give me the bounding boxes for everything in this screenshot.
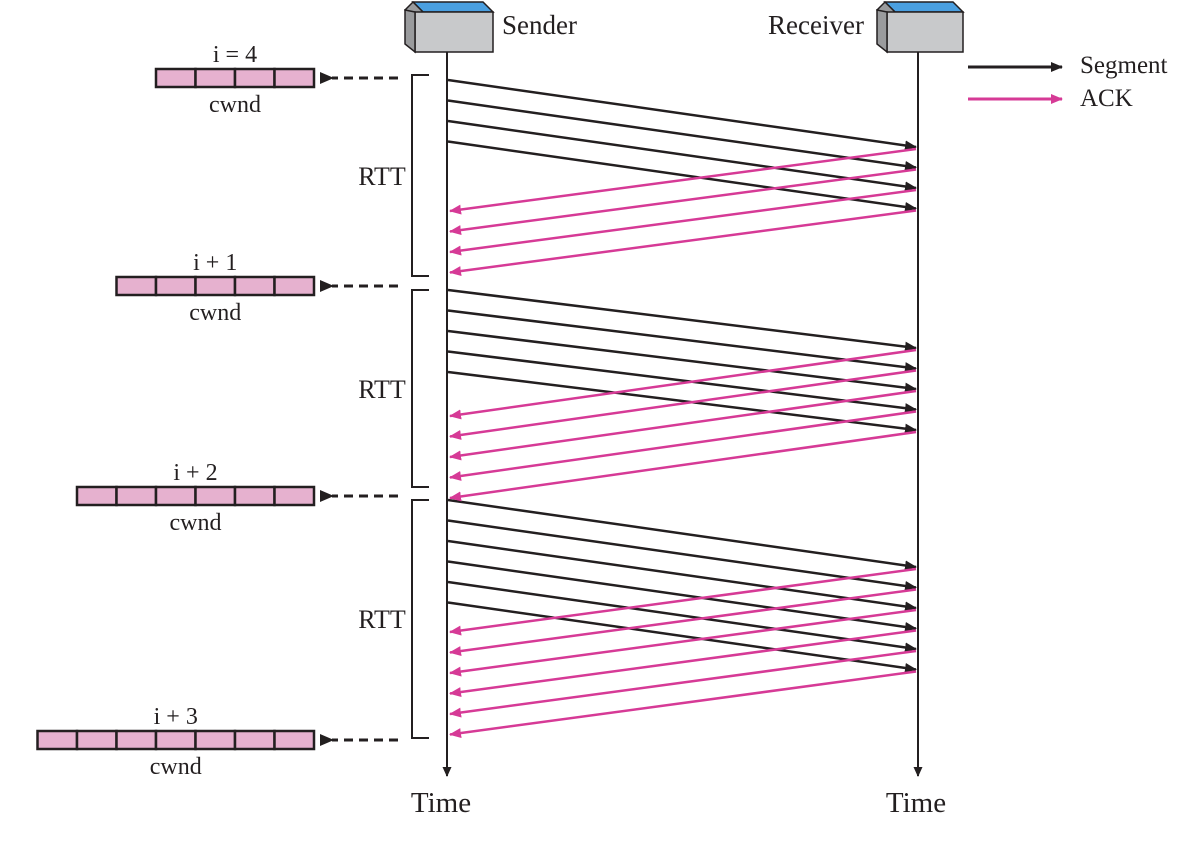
segment-arrow [447, 99, 917, 171]
rtt-label: RTT [358, 605, 406, 634]
segment-arrow [447, 350, 917, 414]
ack-arrow [449, 168, 917, 236]
segment-arrow [447, 329, 917, 393]
segment-arrow [447, 370, 917, 434]
sender-computer-icon [403, 0, 495, 54]
segment-arrow [447, 140, 917, 212]
cwnd-cell [154, 485, 197, 507]
ack-arrow [449, 649, 917, 718]
ack-arrow [449, 410, 917, 481]
ack-arrow [449, 389, 917, 461]
rtt-bracket [411, 499, 429, 739]
segment-arrow [447, 288, 917, 352]
round-label: i + 2 [173, 460, 217, 486]
ack-arrow [449, 147, 917, 215]
ack-arrow [449, 209, 917, 277]
ack-arrow [449, 369, 917, 440]
cwnd-cell [194, 67, 237, 89]
cwnd-cell [273, 485, 316, 507]
cwnd-cell [273, 729, 316, 751]
ack-arrow [449, 188, 917, 256]
ack-arrow [449, 670, 917, 738]
segment-arrow [447, 498, 917, 571]
segment-arrow [447, 119, 917, 192]
cwnd-cell [75, 485, 118, 507]
cwnd-cell [115, 485, 158, 507]
cwnd-cell [154, 275, 197, 297]
rtt-period-2: RTT [358, 289, 429, 488]
cwnd-cell [233, 67, 276, 89]
cwnd-window-4: i + 3 cwnd [36, 704, 398, 780]
rtt-bracket [411, 74, 429, 277]
ack-arrow [449, 629, 917, 697]
cwnd-cell [194, 485, 237, 507]
segment-arrow [447, 519, 917, 591]
segment-arrow [447, 580, 917, 653]
cwnd-windows: i = 4 cwnd i + 1 cwnd i + 2 cwnd i + 3 cwnd [36, 42, 398, 780]
legend: Segment ACK [968, 52, 1168, 112]
sender-time-label: Time [411, 787, 471, 819]
rtt-period-1: RTT [358, 74, 429, 277]
receiver-host: Receiver [768, 0, 965, 54]
rtt-label: RTT [358, 162, 406, 191]
receiver-label: Receiver [768, 10, 864, 40]
cwnd-cell [115, 275, 158, 297]
cwnd-cell [194, 275, 237, 297]
segment-arrow [447, 78, 917, 151]
cwnd-cell [233, 729, 276, 751]
rtt-periods: RTT RTT RTT [358, 74, 429, 739]
cwnd-cell [273, 275, 316, 297]
segment-arrow [447, 539, 917, 612]
rtt-label: RTT [358, 375, 406, 404]
sender-label: Sender [502, 10, 577, 40]
segment-arrows [447, 78, 917, 673]
cwnd-window-1: i = 4 cwnd [154, 42, 398, 118]
receiver-computer-icon [875, 0, 965, 54]
cwnd-cell [233, 275, 276, 297]
cwnd-label: cwnd [170, 510, 222, 536]
segment-arrow [447, 309, 917, 373]
ack-arrow [449, 430, 917, 502]
cwnd-cell [154, 67, 197, 89]
segment-arrow [447, 601, 917, 673]
cwnd-label: cwnd [150, 754, 202, 780]
cwnd-cell [233, 485, 276, 507]
sender-host: Sender [403, 0, 577, 54]
cwnd-cell [36, 729, 79, 751]
cwnd-cell [115, 729, 158, 751]
rtt-bracket [411, 289, 429, 488]
ack-arrow [449, 567, 917, 636]
segment-arrow [447, 560, 917, 632]
receiver-time-label: Time [886, 787, 946, 819]
cwnd-window-2: i + 1 cwnd [115, 250, 398, 326]
cwnd-cell [154, 729, 197, 751]
rtt-period-3: RTT [358, 499, 429, 739]
cwnd-label: cwnd [189, 300, 241, 326]
ack-arrow [449, 588, 917, 656]
cwnd-label: cwnd [209, 92, 261, 118]
ack-arrow [449, 608, 917, 677]
cwnd-cell [273, 67, 316, 89]
ack-arrows [449, 147, 917, 738]
cwnd-window-3: i + 2 cwnd [75, 460, 398, 536]
cwnd-cell [194, 729, 237, 751]
round-label: i = 4 [213, 42, 257, 68]
legend-segment-label: Segment [1080, 52, 1168, 79]
legend-ack-label: ACK [1080, 85, 1133, 112]
round-label: i + 1 [193, 250, 237, 276]
ack-arrow [449, 348, 917, 420]
cwnd-cell [75, 729, 118, 751]
round-label: i + 3 [154, 704, 198, 730]
